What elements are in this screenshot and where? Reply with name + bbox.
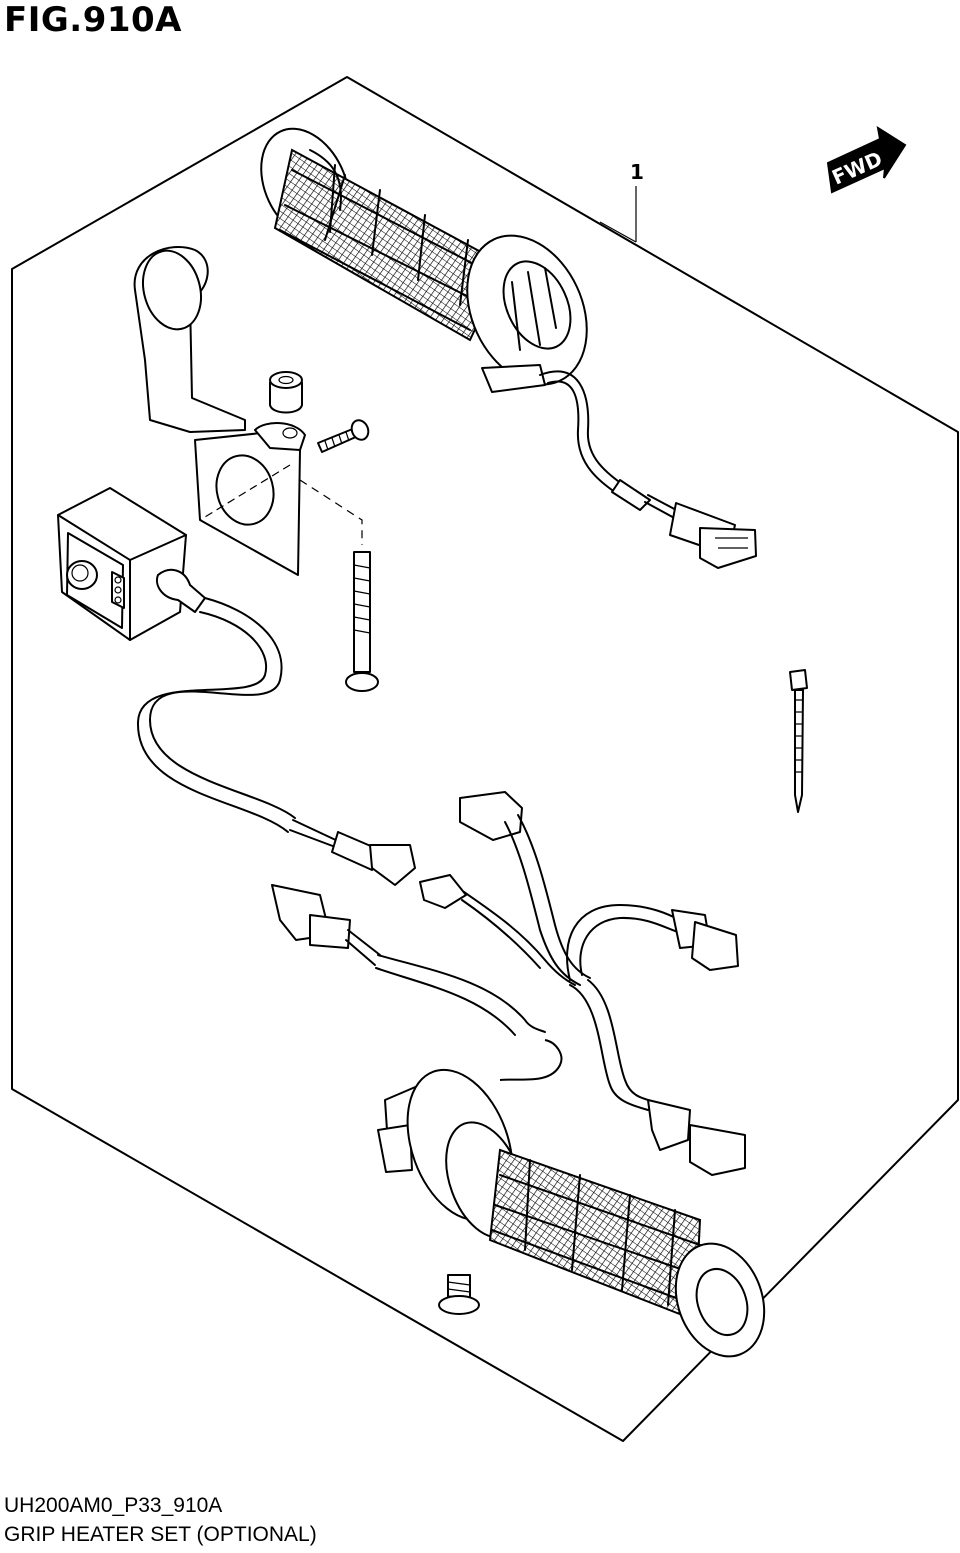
- grip-right: [260, 127, 588, 393]
- collar: [269, 371, 303, 414]
- left-harness-lead: [271, 884, 563, 1081]
- grip-left: [377, 1068, 766, 1358]
- mounting-bracket: [133, 245, 306, 576]
- screw-bottom: [438, 1274, 480, 1315]
- cable-tie: [789, 669, 808, 813]
- diagram-code: UH200AM0_P33_910A: [4, 1494, 223, 1517]
- figure-caption: GRIP HEATER SET (OPTIONAL): [4, 1523, 317, 1546]
- kit-outline: [11, 76, 959, 1442]
- switch-cable: [136, 597, 416, 886]
- grip-right-wire: [539, 370, 757, 569]
- callout-leader: [599, 186, 637, 243]
- part-callout: 1: [630, 160, 644, 184]
- screw-short: [317, 419, 370, 453]
- figure-title: FIG.910A: [4, 0, 182, 40]
- wiring-harness: [419, 791, 746, 1176]
- long-bolt: [345, 551, 379, 692]
- alignment-line: [299, 479, 363, 545]
- fwd-arrow-icon: FWD: [826, 125, 907, 194]
- switch-unit: [57, 487, 206, 641]
